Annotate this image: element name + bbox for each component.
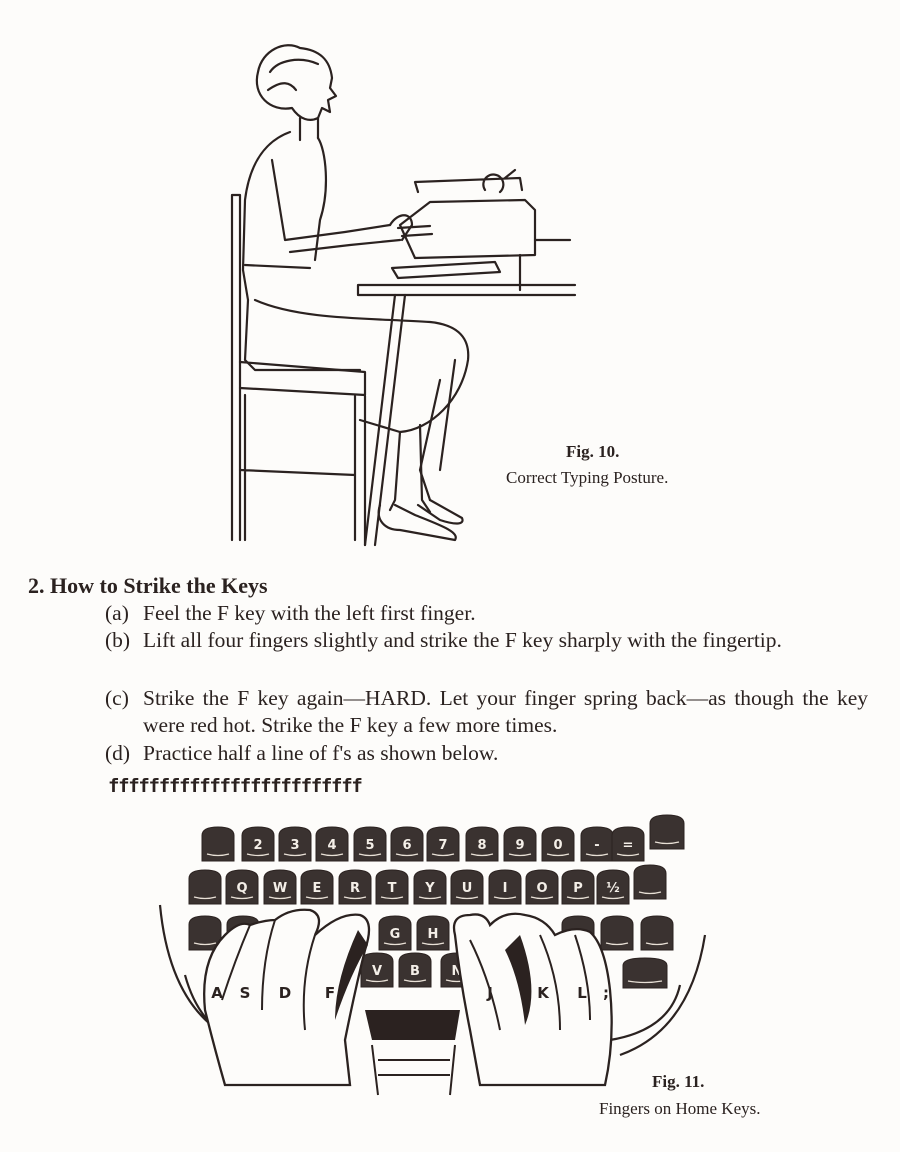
- key: =: [611, 826, 645, 862]
- key-label: 9: [515, 838, 524, 853]
- step-b: (b) Lift all four fingers slightly and st…: [105, 627, 868, 654]
- key: Y: [413, 869, 447, 905]
- key: ½: [596, 869, 630, 905]
- key: 9: [503, 826, 537, 862]
- key-label: 0: [553, 838, 562, 853]
- figure-10-number: Fig. 10.: [566, 442, 620, 461]
- key-label: G: [390, 927, 401, 942]
- step-text: Practice half a line of f's as shown bel…: [143, 741, 499, 765]
- key-label: 4: [327, 838, 336, 853]
- key: 7: [426, 826, 460, 862]
- step-label: (b): [105, 628, 131, 652]
- home-key-label: L: [577, 984, 587, 1002]
- section-heading: 2. How to Strike the Keys: [28, 573, 268, 598]
- key-label: O: [536, 881, 547, 896]
- key: [201, 826, 235, 862]
- home-key-label: F: [325, 984, 335, 1002]
- key-label: V: [372, 964, 382, 979]
- key-label: 6: [402, 838, 411, 853]
- key: [188, 915, 222, 951]
- step-label: (d): [105, 741, 131, 765]
- key-label: 2: [253, 838, 262, 853]
- key: 6: [390, 826, 424, 862]
- key: H: [416, 915, 450, 951]
- key: [649, 814, 685, 850]
- key-label: -: [594, 838, 599, 853]
- key-label: U: [462, 881, 473, 896]
- hand-icon: [203, 908, 371, 1087]
- key-label: Q: [236, 881, 247, 896]
- home-key-label: A: [211, 984, 223, 1002]
- key: B: [398, 952, 432, 988]
- key: [622, 957, 668, 989]
- key-label: E: [313, 881, 322, 896]
- key: [640, 915, 674, 951]
- key-label: 8: [477, 838, 486, 853]
- key: I: [488, 869, 522, 905]
- key: [188, 869, 222, 905]
- key: 0: [541, 826, 575, 862]
- key: -: [580, 826, 614, 862]
- key-label: 7: [438, 838, 447, 853]
- key: O: [525, 869, 559, 905]
- home-key-label: D: [279, 984, 291, 1002]
- space-bar: [365, 1010, 460, 1040]
- key-label: P: [573, 881, 583, 896]
- key: 5: [353, 826, 387, 862]
- home-key-label: J: [486, 984, 493, 1002]
- typing-posture-illustration: [230, 44, 577, 547]
- step-text: Strike the F key again—HARD. Let your fi…: [143, 686, 868, 737]
- key: Q: [225, 869, 259, 905]
- figure-11-number: Fig. 11.: [652, 1072, 705, 1091]
- home-key-label: S: [240, 984, 251, 1002]
- key-label: N: [452, 964, 463, 979]
- key: U: [450, 869, 484, 905]
- step-a: (a) Feel the F key with the left first fi…: [105, 600, 868, 627]
- key: 3: [278, 826, 312, 862]
- step-text: Feel the F key with the left first finge…: [143, 601, 476, 625]
- key: T: [375, 869, 409, 905]
- step-c: (c) Strike the F key again—HARD. Let your…: [105, 685, 868, 739]
- key: 2: [241, 826, 275, 862]
- key-label: 3: [290, 838, 299, 853]
- key-label: ½: [606, 881, 619, 896]
- key: 8: [465, 826, 499, 862]
- key: V: [360, 952, 394, 988]
- key: P: [561, 869, 595, 905]
- key: R: [338, 869, 372, 905]
- key-label: Y: [424, 881, 435, 896]
- figure-10-caption: Correct Typing Posture.: [506, 468, 669, 487]
- key: [600, 915, 634, 951]
- key-label: B: [410, 964, 420, 979]
- step-text: Lift all four fingers slightly and strik…: [143, 628, 782, 652]
- home-key-label: K: [537, 984, 550, 1002]
- hand-icon: [452, 912, 613, 1087]
- key-label: 5: [365, 838, 374, 853]
- key-label: T: [388, 881, 397, 896]
- key: W: [263, 869, 297, 905]
- key-label: I: [503, 881, 508, 896]
- practice-line: fffffffffffffffffffffffff: [108, 775, 363, 797]
- step-d: (d) Practice half a line of f's as shown …: [105, 740, 868, 767]
- key-label: H: [428, 927, 439, 942]
- key: E: [300, 869, 334, 905]
- key-label: =: [623, 838, 634, 853]
- step-label: (c): [105, 686, 129, 710]
- key: [633, 864, 667, 900]
- key: 4: [315, 826, 349, 862]
- key-label: R: [350, 881, 360, 896]
- home-key-label: ;: [603, 984, 609, 1002]
- key-label: W: [273, 881, 287, 896]
- figure-11-caption: Fingers on Home Keys.: [599, 1099, 761, 1118]
- key: G: [378, 915, 412, 951]
- step-label: (a): [105, 601, 129, 625]
